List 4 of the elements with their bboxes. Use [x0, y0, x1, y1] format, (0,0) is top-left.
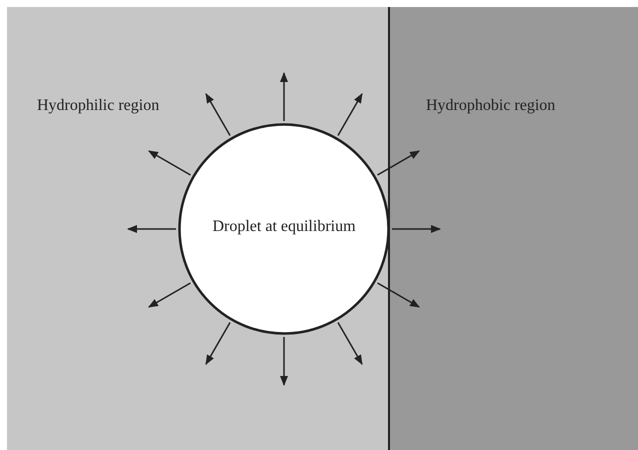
region-panel — [388, 7, 638, 450]
region-label: Hydrophobic region — [426, 97, 556, 115]
droplet-label: Droplet at equilibrium — [212, 218, 356, 236]
region-label: Hydrophilic region — [37, 97, 160, 115]
